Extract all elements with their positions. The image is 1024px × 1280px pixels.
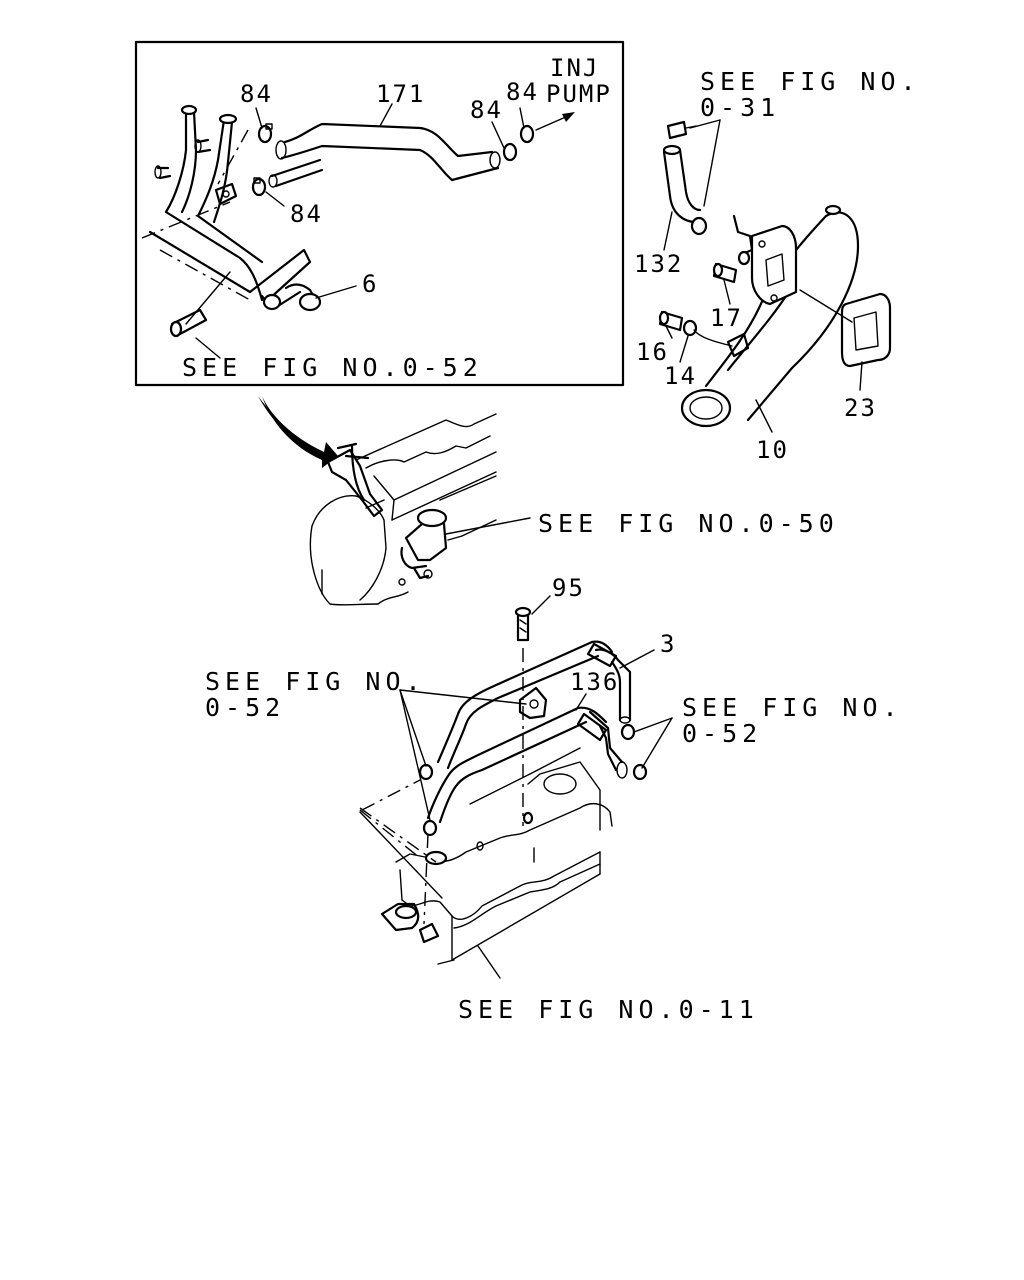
engine-block-lower [380, 747, 613, 965]
ref-fig-050: SEE FIG NO.0-50 [538, 509, 839, 538]
leader-14b [693, 329, 733, 347]
arrow-to-inj-pump [535, 115, 569, 131]
bracket-middle [518, 686, 548, 720]
part-label-171: 171 [376, 80, 425, 108]
leader-84a [255, 107, 263, 129]
leader-ref-050 [445, 517, 531, 535]
guide-line [217, 129, 249, 185]
leader-16 [665, 325, 673, 339]
ref-fig-031-line2: 0-31 [700, 93, 780, 122]
leader-95 [531, 595, 551, 615]
part-label-16: 16 [636, 338, 669, 366]
thermostat-assy [398, 508, 448, 586]
leader-ref-052-right-b [641, 717, 673, 769]
leader-136 [575, 693, 587, 711]
leader-23 [859, 361, 863, 391]
part-label-95: 95 [552, 574, 585, 602]
leader-171 [379, 103, 393, 127]
guide-line [141, 201, 231, 239]
arrow-head-icon [562, 112, 575, 122]
inset-detail-box [134, 40, 625, 387]
leader-84d [265, 191, 285, 207]
guide-line-lower [359, 809, 421, 859]
fitting-cluster [326, 442, 384, 518]
bolt-17 [712, 262, 738, 284]
engine-detail-line [447, 519, 497, 541]
ref-fig-052-left-line1: SEE FIG NO. [205, 667, 426, 696]
bolt-inset [169, 308, 208, 338]
leader-10 [755, 399, 773, 433]
ref-fig-052-inset: SEE FIG NO.0-52 [182, 353, 483, 382]
ref-fig-052-left-line2: 0-52 [205, 693, 285, 722]
leader-ref-052 [195, 337, 221, 359]
clamps-left-052 [418, 763, 438, 837]
curved-arrow-head-icon [262, 396, 338, 468]
pipe-3 [436, 640, 632, 770]
leader-gasket [799, 289, 853, 323]
clamp-84-lower-left [251, 177, 267, 197]
gasket-23 [840, 292, 892, 368]
guide-line-lower [361, 779, 421, 811]
clamp-84-upper-left [257, 123, 273, 144]
water-pipe-6 [148, 104, 322, 312]
part-label-84d: 84 [290, 200, 323, 228]
guide-line [159, 249, 251, 301]
leader-ref-031b [689, 119, 721, 129]
part-label-84c: 84 [506, 78, 539, 106]
leader-ref-052-left-b [399, 689, 427, 767]
part-label-23: 23 [844, 394, 877, 422]
pipe-136 [426, 706, 628, 824]
guide-line-lower [359, 807, 437, 863]
part-label-132: 132 [634, 250, 683, 278]
bolt-95 [514, 606, 532, 642]
part-label-14: 14 [664, 362, 697, 390]
leader-84c [519, 107, 525, 129]
ref-fig-031-line1: SEE FIG NO. [700, 67, 921, 96]
part-label-84a: 84 [240, 80, 273, 108]
thermostat-housing [726, 224, 798, 358]
ref-fig-011: SEE FIG NO.0-11 [458, 995, 759, 1024]
part-label-84b: 84 [470, 96, 503, 124]
ref-fig-052-right-line1: SEE FIG NO. [682, 693, 903, 722]
hose-132 [662, 144, 708, 236]
leader-6 [315, 285, 357, 299]
inj-label: INJ [550, 54, 599, 82]
nipple-fitting [732, 214, 754, 266]
leader-ref-011 [477, 945, 501, 979]
clamp-84-right-b [519, 124, 535, 144]
leader-ref-052-right-a [633, 717, 673, 733]
pump-label: PUMP [546, 80, 612, 108]
part-label-10: 10 [756, 436, 789, 464]
part-label-17: 17 [710, 304, 743, 332]
outlet-pipe-10 [680, 204, 860, 428]
part-label-136: 136 [570, 668, 619, 696]
clamp-84-right-a [502, 142, 518, 162]
leader-ref-031 [703, 119, 721, 207]
clamps-right-052 [620, 723, 648, 781]
leader-ref-052-left-a [399, 689, 527, 705]
leader-3 [619, 649, 655, 669]
leader-lower [359, 811, 443, 899]
part-label-6: 6 [362, 270, 378, 298]
leader-line [185, 271, 231, 325]
ref-fig-052-right-line2: 0-52 [682, 719, 762, 748]
washer-14 [682, 319, 698, 337]
leader-ref-052-left-c [399, 689, 431, 821]
bolt-top-031 [666, 120, 697, 140]
part-label-3: 3 [660, 630, 676, 658]
leader-132 [663, 211, 673, 251]
leader-17 [723, 279, 731, 305]
hose-171 [268, 122, 501, 188]
leader-84b [491, 121, 505, 149]
engine-block-middle [309, 413, 497, 606]
bolt-16 [658, 310, 684, 332]
leader-14 [679, 335, 689, 363]
